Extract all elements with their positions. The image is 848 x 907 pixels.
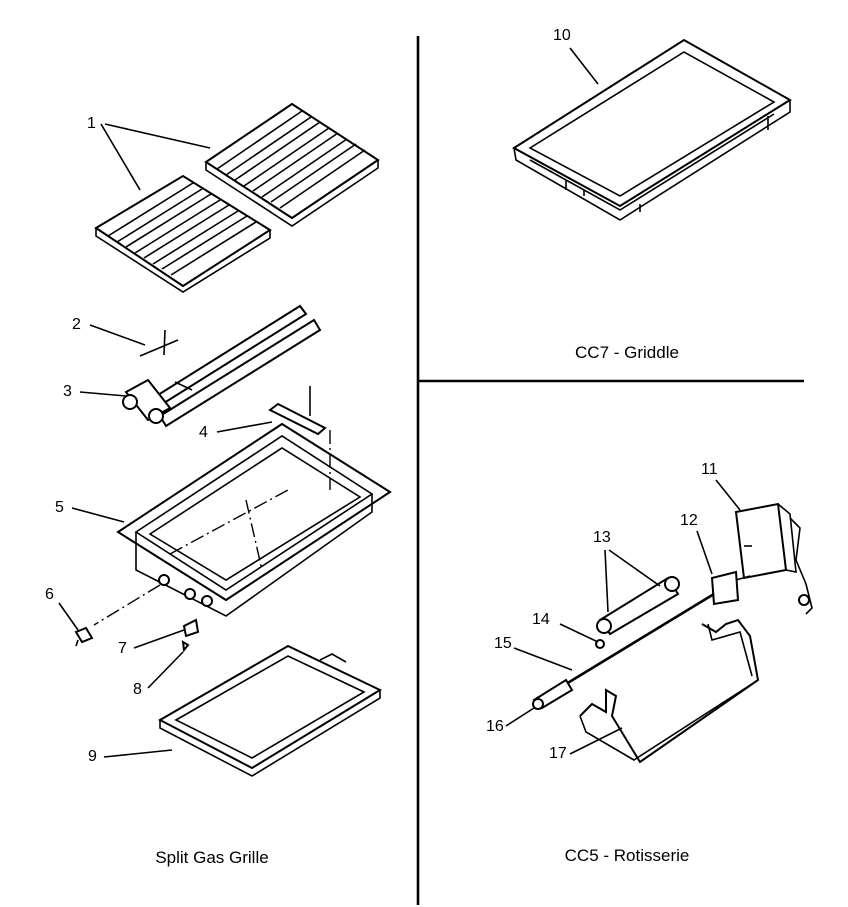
callout-9: 9 (88, 748, 173, 765)
screw (181, 640, 190, 653)
igniter (74, 626, 94, 647)
spit-rod (565, 592, 715, 686)
svg-text:6: 6 (45, 586, 54, 603)
spit-handle (532, 678, 574, 710)
callout-14: 14 (532, 611, 599, 643)
drip-tray (157, 644, 383, 777)
grille-pan (93, 422, 392, 626)
callout-11: 11 (701, 461, 741, 511)
callout-8: 8 (133, 651, 184, 698)
svg-text:16: 16 (486, 718, 504, 735)
svg-text:12: 12 (680, 512, 698, 529)
spit-forks (596, 576, 680, 636)
caption-cc7-griddle: CC7 - Griddle (575, 343, 679, 362)
callout-10: 10 (553, 27, 599, 85)
motor-bracket (710, 570, 751, 606)
svg-text:2: 2 (72, 316, 81, 333)
callout-4: 4 (199, 421, 273, 441)
svg-text:4: 4 (199, 424, 208, 441)
svg-text:3: 3 (63, 383, 72, 400)
griddle-plate (512, 38, 792, 221)
callout-6: 6 (45, 586, 79, 631)
svg-text:5: 5 (55, 499, 64, 516)
caption-split-gas-grille: Split Gas Grille (155, 848, 268, 867)
svg-text:9: 9 (88, 748, 97, 765)
callout-17: 17 (549, 727, 623, 762)
svg-text:15: 15 (494, 635, 512, 652)
callout-3: 3 (63, 383, 127, 400)
heat-shield-bracket (268, 386, 327, 436)
svg-text:8: 8 (133, 681, 142, 698)
svg-text:11: 11 (701, 461, 718, 478)
callout-13: 13 (593, 529, 661, 613)
svg-text:1: 1 (87, 115, 96, 132)
callout-7: 7 (118, 629, 185, 657)
callout-12: 12 (680, 512, 713, 575)
callout-2: 2 (72, 316, 146, 346)
caption-cc5-rotisserie: CC5 - Rotisserie (565, 846, 690, 865)
callout-5: 5 (55, 499, 125, 523)
svg-text:13: 13 (593, 529, 611, 546)
svg-text:17: 17 (549, 745, 567, 762)
bracket-clip (182, 618, 200, 638)
rotisserie-motor (734, 502, 813, 615)
spit-rack (579, 618, 760, 764)
callout-15: 15 (494, 635, 573, 671)
burner-assembly (122, 304, 322, 428)
svg-text:14: 14 (532, 611, 550, 628)
grate-left (94, 174, 272, 293)
svg-text:7: 7 (118, 640, 127, 657)
callout-1: 1 (87, 115, 211, 191)
grate-right (204, 102, 380, 227)
callout-16: 16 (486, 707, 535, 735)
svg-text:10: 10 (553, 27, 571, 44)
